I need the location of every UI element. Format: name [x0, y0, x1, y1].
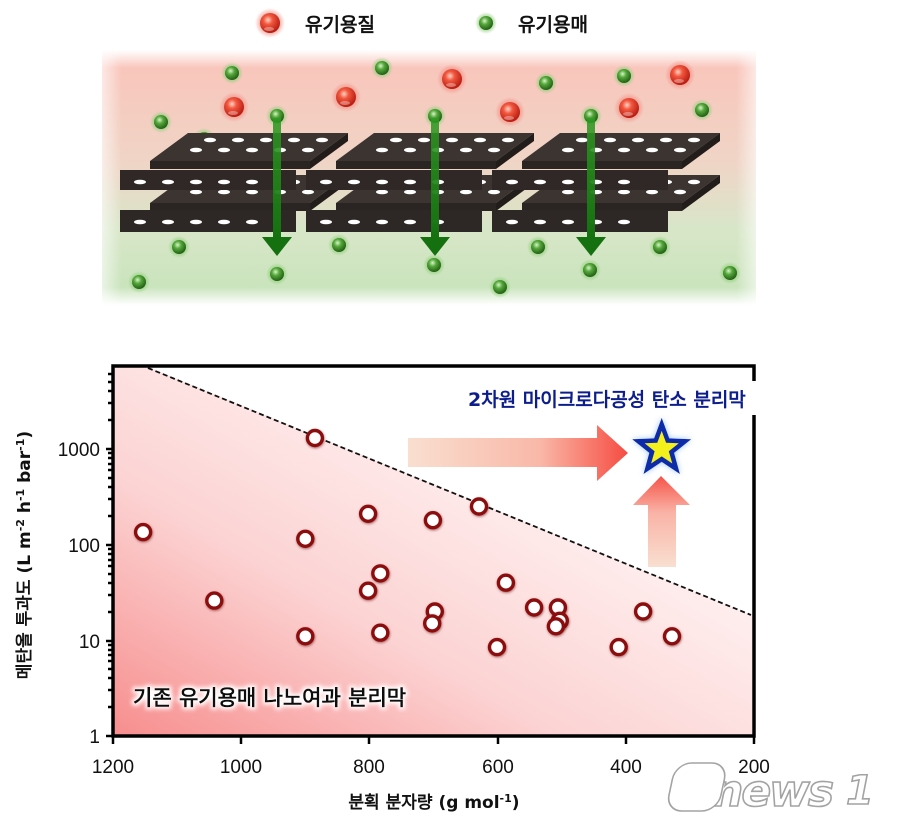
upper-bound-line: [147, 367, 752, 616]
legend-solvent: 유기용매: [475, 12, 588, 36]
data-point-marker: [490, 640, 505, 655]
carbon-nanosheet-stack: [120, 133, 720, 232]
data-point-marker: [548, 619, 563, 634]
data-point-marker: [207, 593, 222, 608]
data-point-marker: [636, 604, 651, 619]
watermark-badge: [667, 762, 726, 812]
data-point-marker: [425, 513, 440, 528]
callout-background: [462, 381, 902, 415]
red-molecule-icon: [255, 8, 285, 38]
data-point-marker: [425, 616, 440, 631]
improvement-arrow-right: [408, 425, 628, 481]
data-point-marker: [611, 640, 626, 655]
y-tick-1: 1: [89, 727, 100, 748]
watermark-text: news: [712, 766, 833, 817]
data-point-marker: [665, 629, 680, 644]
data-point-marker: [298, 629, 313, 644]
callout-label: 2차원 마이크로다공성 탄소 분리막: [468, 389, 746, 411]
legend-solute: 유기용질: [255, 8, 375, 38]
membrane-illustration: [102, 50, 756, 305]
region-label: 기존 유기용매 나노여과 분리막: [133, 686, 406, 710]
data-point-marker: [298, 531, 313, 546]
x-tick-600: 600: [482, 757, 514, 778]
data-point-marker: [307, 431, 322, 446]
down-arrow-icon: [576, 118, 606, 256]
permeation-arrows: [262, 118, 606, 256]
data-point-marker: [136, 525, 151, 540]
down-arrow-icon: [420, 118, 450, 256]
data-point-marker: [373, 566, 388, 581]
x-tick-400: 400: [610, 757, 642, 778]
plot-frame: [111, 364, 756, 738]
y-axis-title: 메탄올 투과도 (L m-2 h-1 bar-1): [14, 431, 36, 679]
scatter-chart: 1 10 100 1000 1200 1000 800 600 400 200 …: [14, 364, 902, 814]
y-tick-10: 10: [79, 632, 100, 653]
green-molecule-icon: [475, 12, 497, 34]
data-point-marker: [472, 499, 487, 514]
y-tick-labels: 1 10 100 1000: [58, 440, 100, 748]
down-arrow-icon: [262, 118, 292, 256]
news1-watermark-logo: news 1: [667, 762, 875, 818]
x-axis-title: 분획 분자량 (g mol-1): [348, 792, 519, 814]
data-point-marker: [361, 583, 376, 598]
data-point-marker: [361, 506, 376, 521]
data-point-marker: [527, 600, 542, 615]
x-tick-200: 200: [738, 757, 770, 778]
legend-solvent-label: 유기용매: [518, 14, 588, 36]
data-point-marker: [373, 625, 388, 640]
data-point-marker: [498, 575, 513, 590]
improvement-arrow-up: [633, 476, 690, 567]
star-icon: [632, 417, 692, 474]
legend-solute-label: 유기용질: [305, 14, 375, 36]
legend: 유기용질 유기용매: [255, 8, 588, 38]
watermark-number: 1: [846, 768, 874, 814]
x-tick-1000: 1000: [220, 757, 262, 778]
y-tick-1000: 1000: [58, 440, 100, 461]
x-tick-1200: 1200: [92, 757, 134, 778]
x-tick-800: 800: [353, 757, 385, 778]
y-tick-100: 100: [68, 536, 100, 557]
x-tick-labels: 1200 1000 800 600 400 200: [92, 757, 770, 778]
